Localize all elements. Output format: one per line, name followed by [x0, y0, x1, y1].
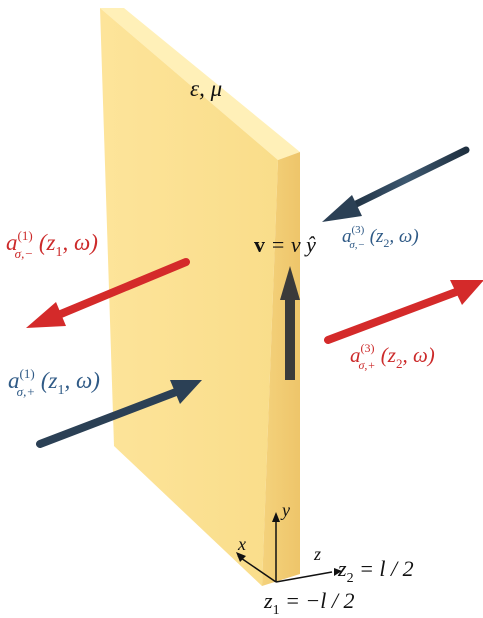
coordinate-axes	[236, 512, 342, 583]
axis-label-x: x	[237, 534, 246, 554]
velocity-eq: = v	[265, 232, 306, 257]
label-a3-plus: a(3)σ,+ (z2, ω)	[350, 341, 435, 372]
slab-top-face	[100, 8, 300, 160]
slab-front-face	[100, 8, 278, 586]
label-a3-minus: a(3)σ,− (z2, ω)	[342, 224, 419, 251]
label-a1-minus: a(1)σ,− (z1, ω)	[6, 228, 98, 261]
dielectric-slab	[100, 8, 300, 586]
axis-label-z: z	[313, 544, 321, 564]
axis-label-y: y	[280, 500, 290, 520]
arrow-a1-minus	[26, 258, 190, 328]
z-axis-arrowhead	[334, 568, 342, 576]
arrow-a3-minus	[322, 146, 470, 222]
slab-side-face	[262, 152, 300, 586]
y-axis-arrowhead	[272, 512, 280, 522]
velocity-bold: v	[254, 232, 265, 257]
boundary-z1: z1 = −l / 2	[263, 588, 354, 618]
velocity-label: v = v ŷ	[254, 232, 316, 257]
velocity-unit: ŷ	[304, 232, 316, 257]
label-a1-plus: a(1)σ,+ (z1, ω)	[8, 366, 100, 399]
arrow-a1-plus	[36, 380, 202, 448]
velocity-arrow	[280, 266, 300, 380]
boundary-z2: z2 = l / 2	[337, 556, 414, 586]
material-label: ε, μ	[190, 76, 222, 101]
x-axis	[237, 555, 277, 583]
x-axis-arrowhead	[236, 552, 246, 562]
arrow-a3-plus	[324, 280, 483, 344]
z-axis	[275, 571, 333, 583]
